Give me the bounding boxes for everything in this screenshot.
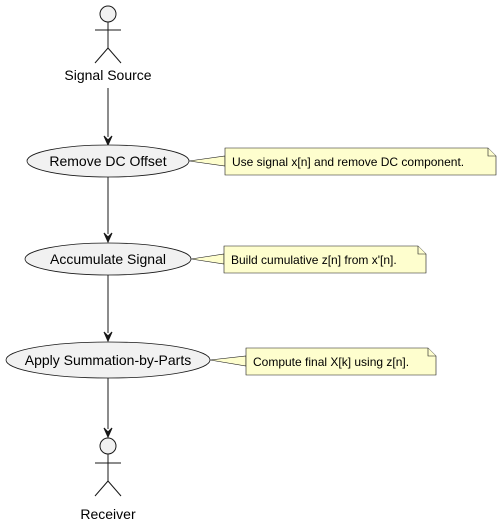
actor-signal-source[interactable]: Signal Source [64,5,152,83]
arrow-accumulate-to-summation [103,275,113,343]
usecase-label: Remove DC Offset [49,153,166,169]
actor-right-leg [107,480,122,497]
arrowhead-icon [103,427,113,439]
note-fold-icon [487,148,496,157]
usecase-label: Apply Summation-by-Parts [25,352,192,368]
actor-head-icon [99,5,117,23]
actor-label-signal-source: Signal Source [64,67,151,83]
actor-head-icon [99,437,117,455]
arrowhead-icon [103,135,113,147]
arrow-source-to-remove-dc [103,88,113,147]
usecase-remove-dc-offset[interactable]: Remove DC Offset [26,144,190,178]
actor-right-leg [107,47,122,64]
note-connector [209,355,247,367]
arrowhead-icon [103,232,113,244]
note-connector [188,155,226,167]
note-connector [190,253,225,265]
note-text: Compute final X[k] using z[n]. [253,355,409,369]
arrow-remove-dc-to-accumulate [103,177,113,244]
note-text: Use signal x[n] and remove DC component. [232,155,464,169]
note-fold-icon [427,348,436,357]
note-remove-dc: Use signal x[n] and remove DC component. [188,147,497,176]
note-fold-icon [417,246,426,255]
usecase-apply-summation-by-parts[interactable]: Apply Summation-by-Parts [5,341,211,379]
note-text: Build cumulative z[n] from x'[n]. [231,253,397,267]
usecase-label: Accumulate Signal [50,251,166,267]
actor-label-receiver: Receiver [80,506,136,522]
note-summation: Compute final X[k] using z[n]. [209,347,437,376]
actor-receiver[interactable]: Receiver [80,437,136,522]
arrow-summation-to-receiver [103,378,113,439]
actor-left-leg [94,47,109,64]
actor-left-leg [94,480,109,497]
note-accumulate: Build cumulative z[n] from x'[n]. [190,245,427,274]
arrowhead-icon [103,331,113,343]
usecase-accumulate-signal[interactable]: Accumulate Signal [24,242,192,276]
